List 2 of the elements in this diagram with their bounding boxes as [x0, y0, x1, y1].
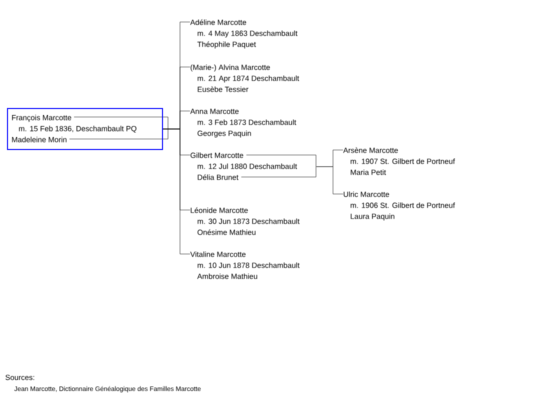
tree-line [316, 166, 344, 194]
tree-line [162, 128, 190, 254]
